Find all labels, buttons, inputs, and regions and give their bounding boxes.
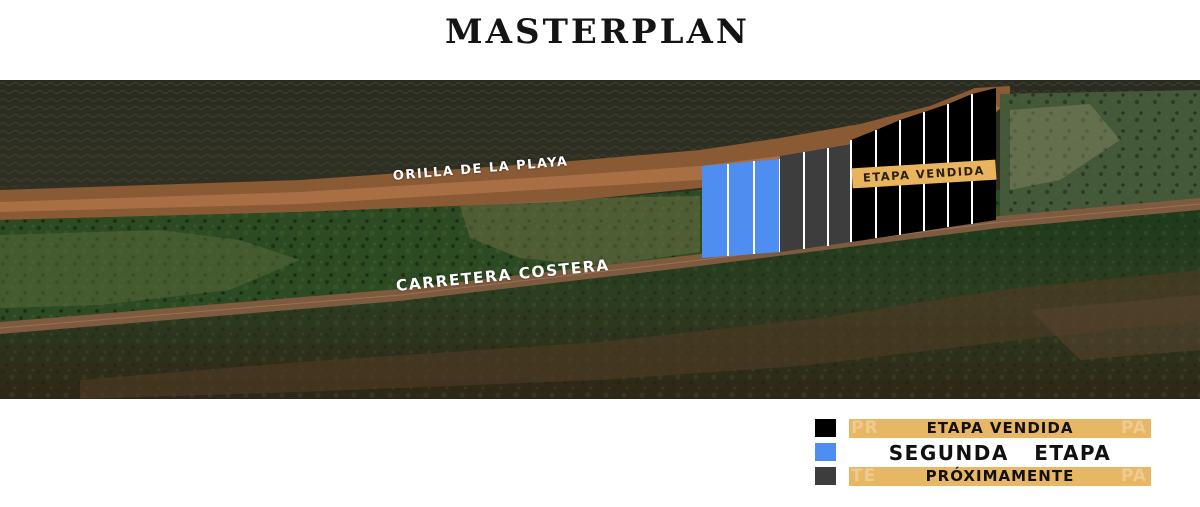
legend-ghost-text: TE xyxy=(851,467,877,486)
aerial-map-image xyxy=(0,80,1200,399)
legend-ghost-text: PA xyxy=(1120,419,1147,438)
legend-item-etapa-vendida: PR PA ETAPA VENDIDA xyxy=(815,418,1151,438)
legend-band: TE PA xyxy=(849,467,1151,486)
legend-ghost-text: PR xyxy=(851,419,879,438)
aerial-map: ORILLA DE LA PLAYA CARRETERA COSTERA ETA… xyxy=(0,80,1200,399)
legend-label: PRÓXIMAMENTE xyxy=(925,467,1075,485)
legend: PR PA ETAPA VENDIDA SEGUNDA ETAPA TE PA … xyxy=(815,418,1151,490)
legend-ghost-text: PA xyxy=(1120,467,1147,486)
legend-item-segunda-etapa: SEGUNDA ETAPA xyxy=(815,442,1145,463)
legend-band: PR PA xyxy=(849,419,1151,438)
lots-proximamente xyxy=(780,144,851,252)
legend-swatch-proximamente xyxy=(815,467,836,485)
legend-label: ETAPA VENDIDA xyxy=(926,419,1074,437)
legend-item-proximamente: TE PA PRÓXIMAMENTE xyxy=(815,466,1151,486)
legend-swatch-segunda-etapa xyxy=(815,443,836,461)
page-title: MASTERPLAN xyxy=(445,12,750,52)
legend-label: SEGUNDA ETAPA xyxy=(888,441,1112,465)
lots-segunda-etapa xyxy=(702,159,781,258)
legend-swatch-etapa-vendida xyxy=(815,419,836,437)
